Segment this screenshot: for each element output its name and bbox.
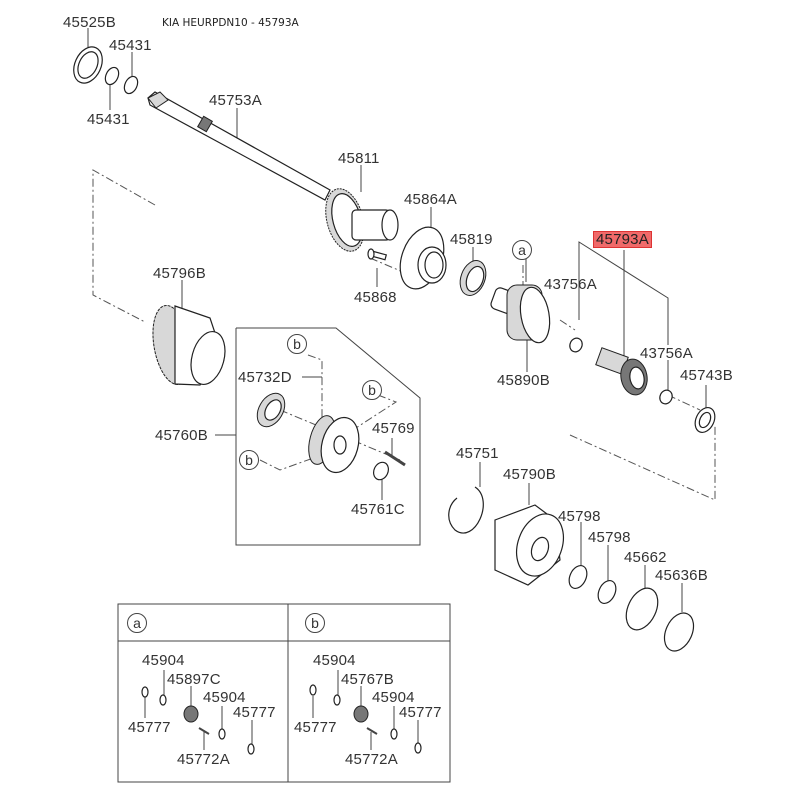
part-45760B-carrier-assembly[interactable] [304,413,365,477]
label-45864A[interactable]: 45864A [404,191,457,208]
part-45790B-drum[interactable] [494,504,572,586]
part-45431-oring-2[interactable] [122,74,140,95]
part-45798-seal-1[interactable] [566,563,591,592]
label-43756A-right[interactable]: 43756A [640,345,693,362]
part-43756A-bushing-1[interactable] [568,336,585,354]
label-45732D[interactable]: 45732D [238,369,292,386]
label-43756A-left[interactable]: 43756A [544,276,597,293]
callout-b-3[interactable]: b [239,450,259,470]
table-a-label-45904-1[interactable]: 45904 [142,652,185,669]
label-45743B[interactable]: 45743B [680,367,733,384]
label-45525B[interactable]: 45525B [63,14,116,31]
label-45868[interactable]: 45868 [354,289,397,306]
label-45811[interactable]: 45811 [338,150,380,167]
part-45890B-differential-case[interactable] [490,284,554,345]
part-45753A-shaft[interactable] [147,91,331,201]
table-a-label-45777-2[interactable]: 45777 [233,704,276,721]
label-45793A-highlighted[interactable]: 45793A [593,231,652,248]
label-45662[interactable]: 45662 [624,549,667,566]
table-a-parts [141,686,255,755]
part-45743B-washer[interactable] [691,404,718,435]
label-45769[interactable]: 45769 [372,420,415,437]
part-45662-ring[interactable] [620,583,664,635]
label-45819[interactable]: 45819 [450,231,493,248]
part-45796B-drum[interactable] [147,302,230,388]
table-a-label-45904-2[interactable]: 45904 [203,689,246,706]
part-45636B-ring[interactable] [659,608,699,655]
part-45819-bearing[interactable] [456,257,491,299]
table-b-label-45772A[interactable]: 45772A [345,751,398,768]
table-a-header: a [127,613,147,633]
part-45431-oring-1[interactable] [103,65,121,86]
part-45525B-seal[interactable] [68,42,108,87]
part-45868-bolt[interactable] [367,248,388,261]
label-45760B[interactable]: 45760B [155,427,208,444]
part-45751-snap-ring[interactable] [448,486,484,534]
table-a-label-45772A[interactable]: 45772A [177,751,230,768]
label-45636B[interactable]: 45636B [655,567,708,584]
leader-lines [87,28,707,612]
part-45732D-plate[interactable] [252,388,291,431]
table-b-label-45777-2[interactable]: 45777 [399,704,442,721]
label-45790B[interactable]: 45790B [503,466,556,483]
part-45793A-gear-highlighted[interactable] [595,347,650,397]
table-b-label-45777-1[interactable]: 45777 [294,719,337,736]
table-b-label-45767B[interactable]: 45767B [341,671,394,688]
label-45796B[interactable]: 45796B [153,265,206,282]
label-45753A[interactable]: 45753A [209,92,262,109]
table-b-header: b [305,613,325,633]
callout-b-2[interactable]: b [362,380,382,400]
table-b-parts [309,684,422,754]
label-45890B[interactable]: 45890B [497,372,550,389]
callout-b-1[interactable]: b [287,334,307,354]
table-b-label-45904-1[interactable]: 45904 [313,652,356,669]
label-45761C[interactable]: 45761C [351,501,405,518]
part-45798-seal-2[interactable] [595,578,620,607]
part-45769-pin[interactable] [384,450,406,467]
table-a-label-45777-1[interactable]: 45777 [128,719,171,736]
detail-table [117,603,451,783]
label-45431-bottom[interactable]: 45431 [87,111,130,128]
table-b-label-45904-2[interactable]: 45904 [372,689,415,706]
label-45798-b[interactable]: 45798 [588,529,631,546]
label-45798-a[interactable]: 45798 [558,508,601,525]
label-45431-top[interactable]: 45431 [109,37,152,54]
part-43756A-bushing-2[interactable] [658,388,675,406]
diagram-title: KIA HEURPDN10 - 45793A [162,17,299,29]
label-45751[interactable]: 45751 [456,445,499,462]
callout-a[interactable]: a [512,240,532,260]
assembly-lines [92,169,716,501]
part-45761C-washer[interactable] [371,460,391,482]
part-45864A-carrier[interactable] [392,221,451,295]
part-45811-gear[interactable] [319,184,399,255]
table-a-label-45897C[interactable]: 45897C [167,671,221,688]
